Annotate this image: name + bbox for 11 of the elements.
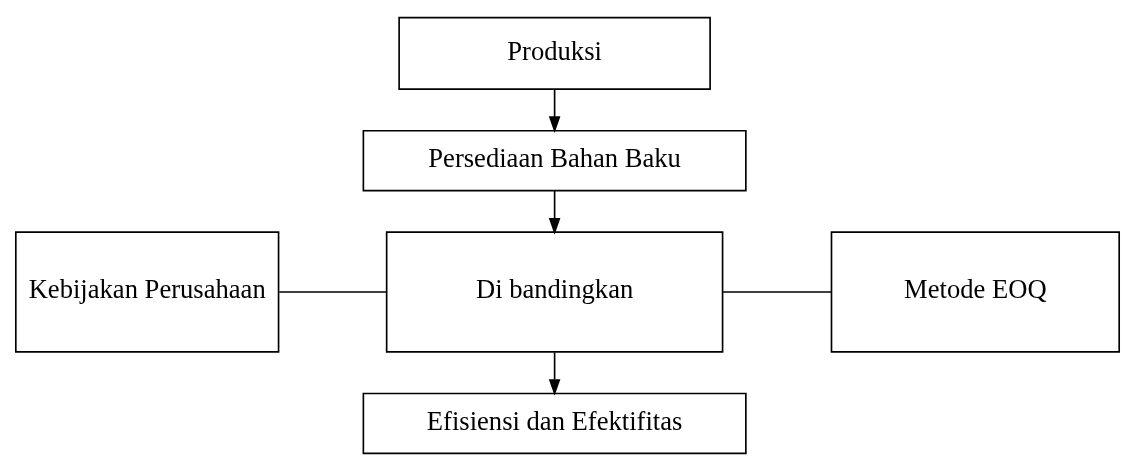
arrow [548, 189, 561, 235]
node-box: Persediaan Bahan Baku [362, 129, 747, 192]
connector [722, 291, 833, 293]
arrow [548, 88, 561, 133]
node-box: Metode EOQ [830, 231, 1120, 353]
node-box: Produksi [398, 16, 711, 90]
node-box: Kebijakan Perusahaan [15, 231, 280, 353]
node-box: Di bandingkan [385, 231, 724, 353]
node-box: Efisiensi dan Efektifitas [362, 392, 747, 455]
connector [278, 291, 388, 293]
arrow [548, 351, 561, 396]
